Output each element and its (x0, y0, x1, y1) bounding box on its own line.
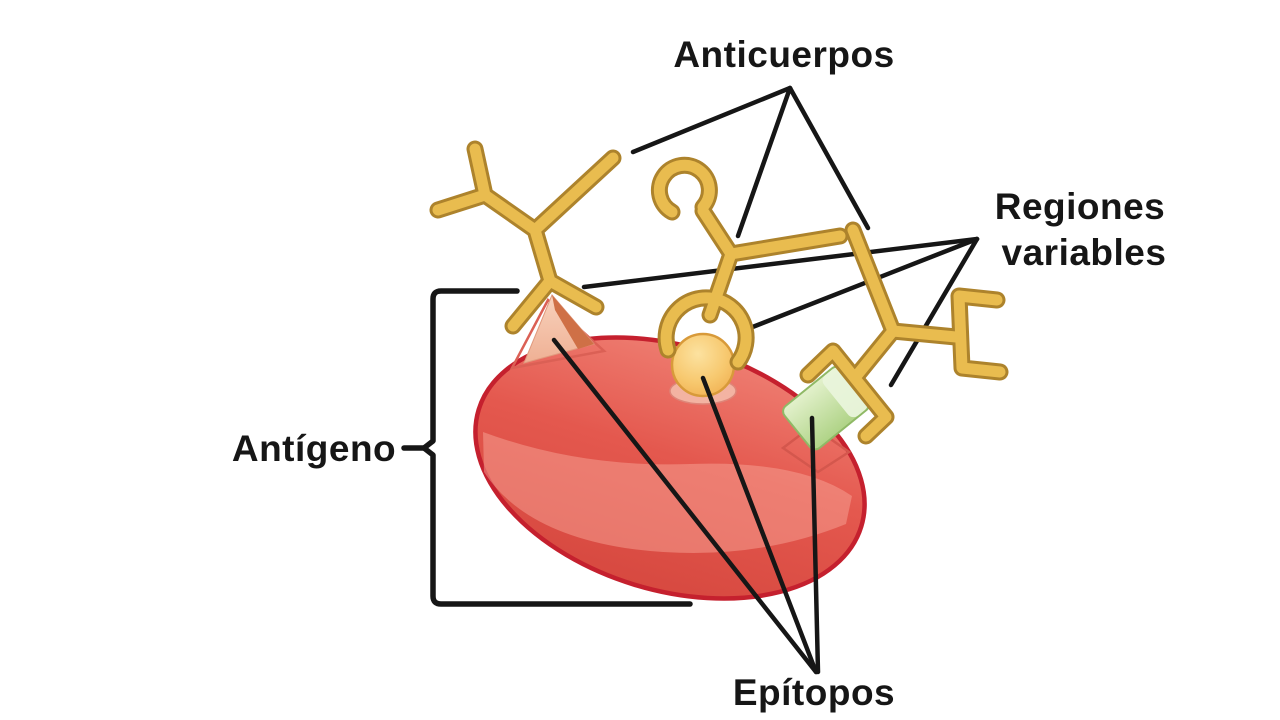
epitope-prism-endface (822, 367, 868, 418)
antibodies-group (429, 140, 1009, 445)
antibody-fills (432, 143, 1006, 442)
label-epitopes: Epítopos (733, 672, 895, 713)
variable-regions-leader-2 (747, 236, 980, 331)
label-variable-regions-line2: variables (1002, 232, 1167, 273)
antibodies-leader-right (787, 85, 871, 231)
label-antibodies: Anticuerpos (673, 34, 894, 75)
label-leader-lines (581, 85, 980, 388)
epitopes-leader-cone (551, 337, 819, 675)
epitopes-leader-sphere (700, 375, 819, 675)
antibodies-leader-mid (735, 85, 793, 239)
antigen-bracket (401, 288, 693, 607)
label-variable-regions-line1: Regiones (995, 186, 1166, 227)
antibodies-leader-left (630, 85, 793, 155)
antibody-right (802, 224, 1006, 442)
antibody-middle (653, 159, 846, 368)
variable-regions-leader-1 (581, 236, 980, 290)
epitope-leader-lines (551, 337, 821, 675)
variable-regions-leader-3 (888, 236, 980, 388)
label-antigen: Antígeno (232, 428, 396, 469)
epitopes-leader-prism (809, 415, 821, 675)
diagram-labels: Anticuerpos Regiones variables Antígeno … (232, 34, 1167, 713)
epitope-sphere (670, 332, 736, 398)
epitope-cone-shadow (552, 295, 594, 349)
antibody-left (432, 143, 619, 332)
